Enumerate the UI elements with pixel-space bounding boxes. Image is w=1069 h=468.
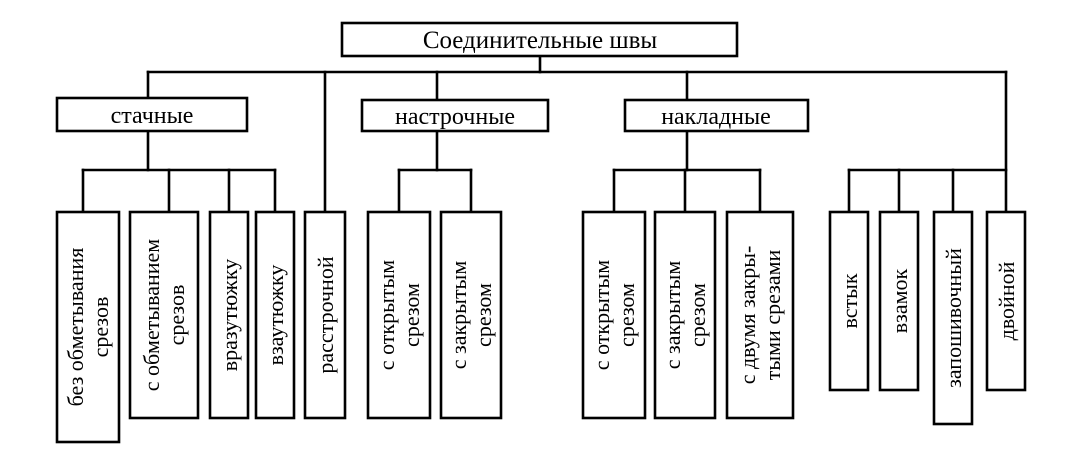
category-nakladnye-box xyxy=(623,98,810,133)
root-label: Соединительные швы xyxy=(423,27,658,54)
leaf-label-line-1: с закрытым xyxy=(660,261,685,370)
leaf-nakladnye-2: с закрытым срезом xyxy=(653,210,717,420)
category-stachnye: стачные xyxy=(55,96,249,133)
leaf-other-2: взамок xyxy=(878,210,920,392)
category-stachnye-label: стачные xyxy=(111,103,194,129)
leaf-label-line-1: с открытым xyxy=(374,260,399,370)
leaf-stachnye-4: взаутюжку xyxy=(254,210,296,420)
leaf-box xyxy=(878,210,920,392)
leaf-stachnye-1: без обметывания срезов xyxy=(55,210,121,444)
leaf-other-4: двойной xyxy=(985,210,1027,392)
leaf-other-1: встык xyxy=(828,210,870,392)
leaf-label-line-1: запошивочный xyxy=(941,248,966,388)
leaf-label-line-1: взамок xyxy=(887,268,912,333)
leaf-label-line-1: без обметывания xyxy=(63,248,88,407)
leaf-label-line-1: с обметыванием xyxy=(139,239,164,391)
leaf-label-line-1: двойной xyxy=(994,261,1019,340)
category-nastrochnye: настрочные xyxy=(360,98,550,133)
category-nastrochnye-label: настрочные xyxy=(395,104,515,130)
leaf-box xyxy=(303,210,347,420)
leaf-label-line-2: срезов xyxy=(88,297,113,358)
leaf-nastrochnye-2: с закрытым срезом xyxy=(439,210,503,420)
category-nastrochnye-box xyxy=(360,98,550,133)
leaf-nakladnye-3: с двумя закры- тыми срезами xyxy=(725,210,795,420)
category-nakladnye: накладные xyxy=(623,98,810,133)
leaf-box xyxy=(439,210,503,420)
leaf-box xyxy=(725,210,795,420)
leaf-label-line-2: срезом xyxy=(614,283,639,347)
leaf-label-line-1: с закрытым xyxy=(446,261,471,370)
leaf-box xyxy=(366,210,432,420)
leaf-box xyxy=(208,210,250,420)
leaf-label-line-1: взаутюжку xyxy=(263,265,288,366)
leaf-label-line-2: тыми срезами xyxy=(760,250,785,381)
leaf-label-line-1: вразутюжку xyxy=(217,259,242,371)
leaf-box xyxy=(932,210,974,426)
category-stachnye-box xyxy=(55,96,249,133)
leaf-box xyxy=(254,210,296,420)
leaf-label-line-2: срезом xyxy=(399,283,424,347)
leaf-label-line-2: срезов xyxy=(164,285,189,346)
leaf-label-line-2: срезом xyxy=(685,283,710,347)
leaf-rastrochnoy: расстрочной xyxy=(303,210,347,420)
leaf-label-line-1: с двумя закры- xyxy=(735,246,760,385)
leaf-other-3: запошивочный xyxy=(932,210,974,426)
leaf-box xyxy=(128,210,200,420)
leaf-label-line-1: расстрочной xyxy=(313,256,338,373)
leaf-box xyxy=(985,210,1027,392)
leaf-box xyxy=(581,210,647,420)
connectors xyxy=(81,54,1008,214)
category-nakladnye-label: накладные xyxy=(661,104,771,130)
leaf-nakladnye-1: с открытым срезом xyxy=(581,210,647,420)
leaf-stachnye-2: с обметыванием срезов xyxy=(128,210,200,420)
leaf-nastrochnye-1: с открытым срезом xyxy=(366,210,432,420)
leaf-label-line-1: встык xyxy=(837,273,862,328)
leaf-label-line-1: с открытым xyxy=(589,260,614,370)
root-node: Соединительные швы xyxy=(340,21,739,58)
leaf-stachnye-3: вразутюжку xyxy=(208,210,250,420)
leaf-label-line-2: срезом xyxy=(471,283,496,347)
leaf-box xyxy=(828,210,870,392)
leaf-box xyxy=(653,210,717,420)
root-box xyxy=(340,21,739,58)
leaf-box xyxy=(55,210,121,444)
